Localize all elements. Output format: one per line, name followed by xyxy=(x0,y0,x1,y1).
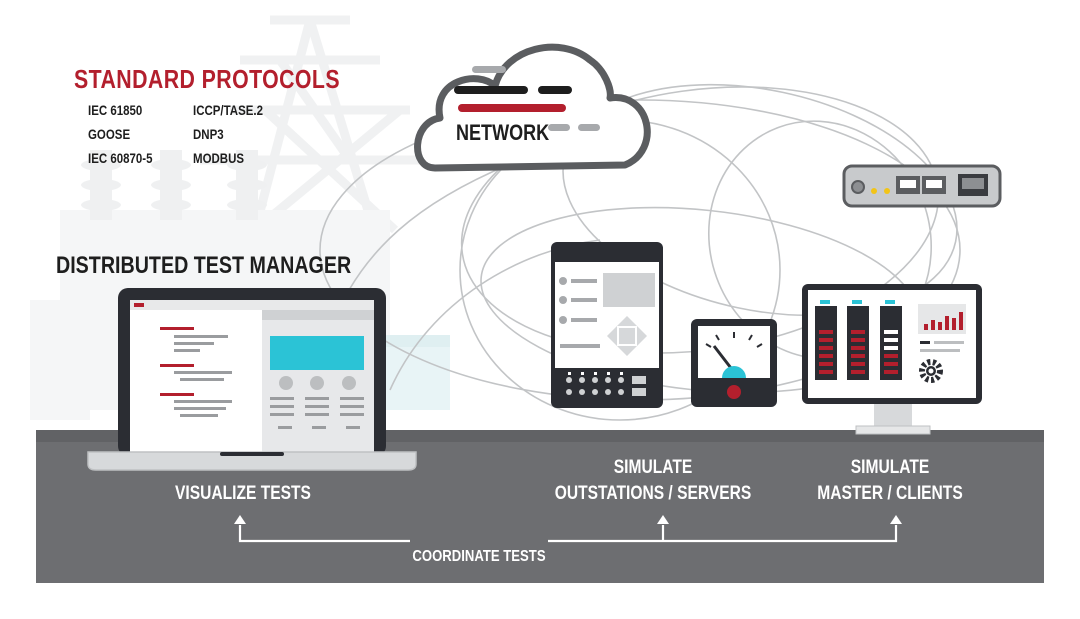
coordinate-arrows xyxy=(238,525,898,543)
laptop xyxy=(87,288,417,471)
caption-visualize-tests: VISUALIZE TESTS xyxy=(175,483,311,504)
arrow-head-visualize xyxy=(234,515,246,524)
gateway-device xyxy=(842,164,1002,208)
protocol-goose: GOOSE xyxy=(88,126,131,142)
network-label: NETWORK xyxy=(456,120,550,145)
monitor-device xyxy=(802,284,982,435)
caption-coordinate-tests: COORDINATE TESTS xyxy=(412,548,546,565)
protocol-iec60870: IEC 60870-5 xyxy=(88,150,153,166)
test-manager-title: DISTRIBUTED TEST MANAGER xyxy=(56,252,352,279)
relay-device xyxy=(551,242,663,408)
caption-outstations-servers: OUTSTATIONS / SERVERS xyxy=(554,483,752,504)
network-cloud xyxy=(414,43,651,172)
protocols-title: STANDARD PROTOCOLS xyxy=(74,64,341,94)
protocol-iec61850: IEC 61850 xyxy=(88,102,143,118)
analog-meter xyxy=(691,319,777,407)
caption-simulate-master: SIMULATE xyxy=(850,457,930,478)
caption-master-clients: MASTER / CLIENTS xyxy=(817,483,963,504)
arrow-head-outstations xyxy=(657,515,669,524)
caption-simulate-outstations: SIMULATE xyxy=(613,457,693,478)
protocol-iccp: ICCP/TASE.2 xyxy=(193,102,263,118)
protocol-modbus: MODBUS xyxy=(193,150,245,166)
protocol-dnp3: DNP3 xyxy=(193,126,224,142)
arrow-head-master xyxy=(890,515,902,524)
